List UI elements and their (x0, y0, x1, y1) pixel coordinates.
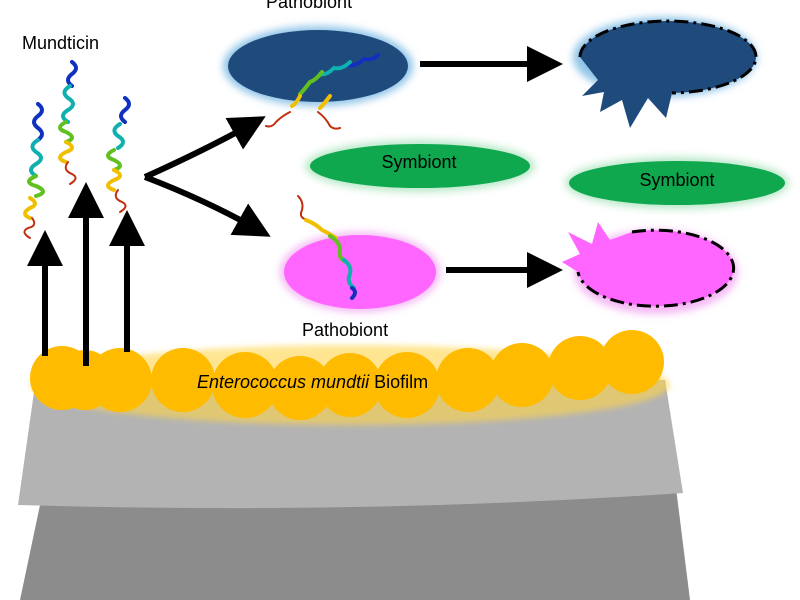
tissue-layer-dark (20, 480, 690, 600)
lysed-pathobiont-bottom (562, 222, 738, 314)
arrow-to-pathobiont-bottom (143, 174, 271, 237)
symbiont-2-label: Symbiont (639, 170, 715, 190)
mundticin-molecule-1 (23, 102, 45, 239)
pathobiont-bottom-label: Pathobiont (302, 320, 389, 340)
biofilm (30, 330, 670, 425)
arrow-to-pathobiont-top (143, 116, 266, 180)
mundticin-molecule-3 (106, 96, 131, 213)
mundticin-molecule-2 (58, 60, 78, 185)
symbiont-2 (565, 157, 789, 209)
pathobiont-top-label: Pathobiont (266, 0, 353, 12)
biofilm-species-name: Enterococcus mundtii (197, 372, 370, 392)
biofilm-word: Biofilm (369, 372, 429, 392)
pathobiont-bottom (280, 195, 440, 312)
attack-arrows (143, 116, 271, 237)
lysed-pathobiont-top (573, 17, 758, 128)
symbiont-1-label: Symbiont (381, 152, 457, 172)
pathobiont-top (223, 26, 413, 130)
symbiont-1 (305, 140, 535, 192)
biofilm-label: Enterococcus mundtii Biofilm (197, 372, 428, 393)
mundticin-label: Mundticin (22, 33, 100, 53)
secretion-arrows (27, 182, 145, 366)
